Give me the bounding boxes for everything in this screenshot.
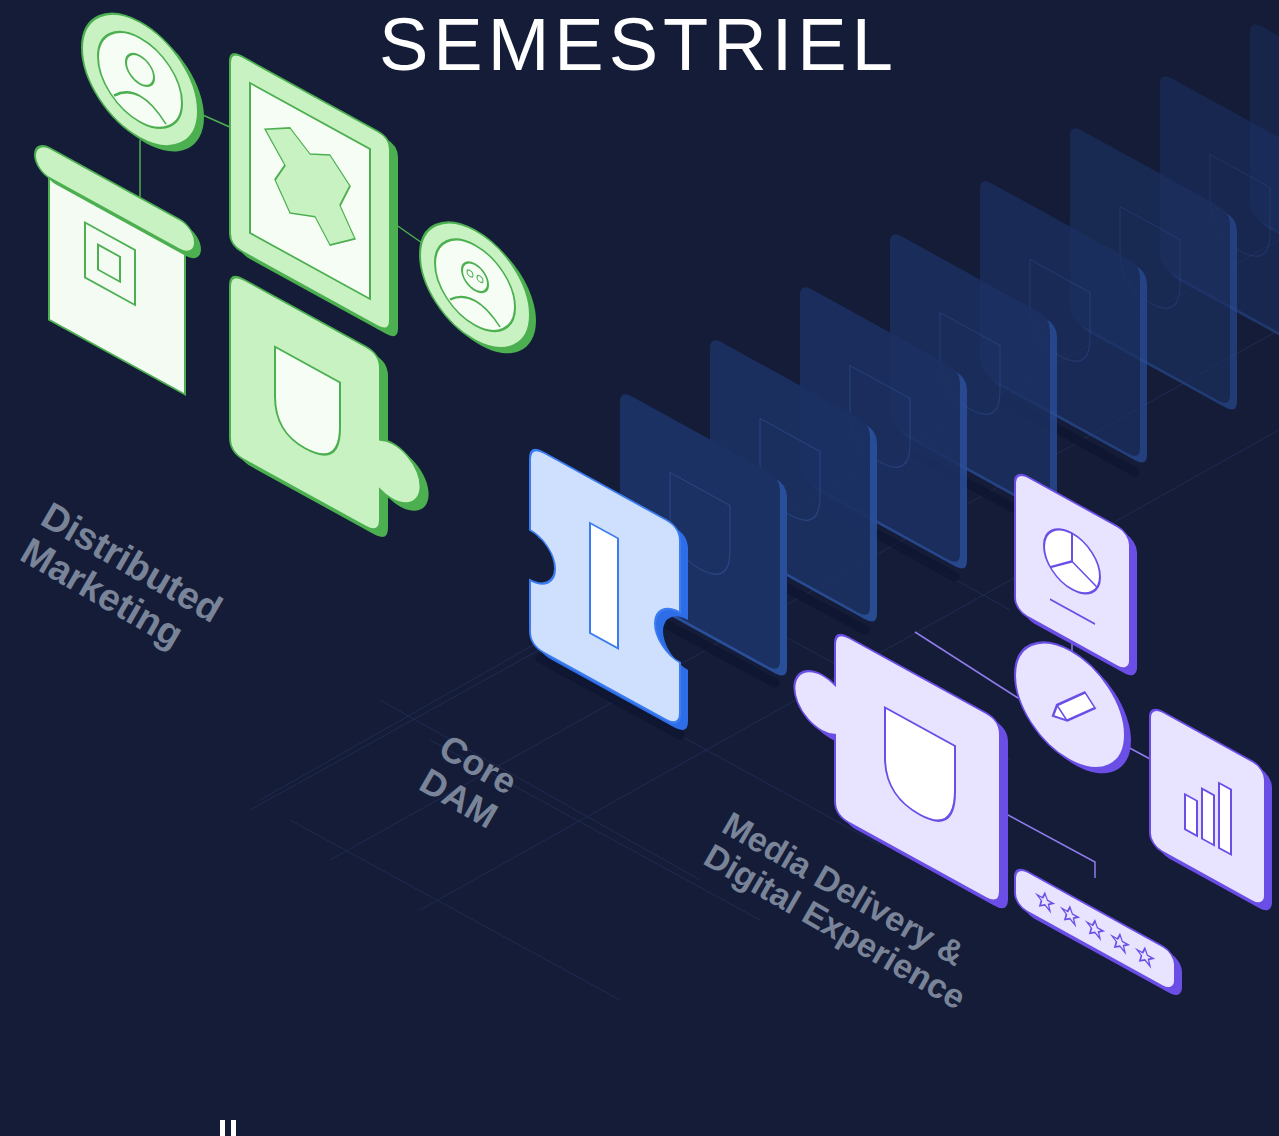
- purple-chart-square-part: [1050, 599, 1095, 624]
- purple-pencil-circle-part: [1053, 675, 1095, 739]
- green-map-square-part: [265, 114, 355, 259]
- green-avatar: [420, 200, 536, 376]
- green-tag-part: [35, 140, 195, 258]
- green-avatar-part: [82, 0, 198, 170]
- bottom-mark: [220, 1120, 236, 1136]
- purple-rating-bar-part: [1037, 889, 1153, 968]
- purple-bar-square-part: [1202, 789, 1214, 846]
- floor-grid-part: [380, 700, 700, 880]
- bottom-mark-part: [231, 1120, 236, 1136]
- green-puzzle-piece: [230, 272, 429, 564]
- purple-puzzle-piece-part: [885, 708, 955, 835]
- section-label: Distributed Marketing: [14, 495, 263, 686]
- green-tag-part: [85, 223, 135, 306]
- purple-bar-square: [1150, 705, 1272, 915]
- purple-pencil-circle: [1015, 620, 1131, 796]
- core-puzzle-piece-part: [590, 523, 618, 648]
- core-puzzle-piece: [530, 445, 688, 735]
- purple-rating-bar-part-part: [1062, 903, 1078, 927]
- purple-pencil-circle-part: [1015, 620, 1125, 791]
- panel-row: [620, 20, 1279, 680]
- purple-rating-bar-part-part: [1087, 917, 1103, 941]
- purple-bar-square-part: [1219, 783, 1231, 855]
- green-avatar-part: [462, 257, 488, 297]
- green-avatar-part: [420, 200, 530, 371]
- purple-bar-square-part: [1150, 705, 1265, 908]
- floor-grid-part: [290, 820, 620, 1000]
- title: SEMESTRIEL: [379, 8, 898, 82]
- green-tag: [35, 140, 201, 403]
- green-avatar-part: [114, 82, 166, 125]
- green-tag-part: [98, 245, 120, 282]
- purple-rating-bar-part-part: [1037, 889, 1053, 913]
- green-map-square-part: [250, 83, 370, 299]
- green-avatar-part: [477, 274, 483, 283]
- core-puzzle-piece-part: [530, 445, 680, 728]
- purple-chart-square-part: [1015, 470, 1130, 673]
- purple-rating-bar-part-part: [1112, 930, 1128, 954]
- section-label: Core DAM: [413, 728, 547, 850]
- bottom-mark-part: [220, 1120, 225, 1136]
- green-puzzle-piece-part: [275, 347, 340, 468]
- purple-chart-square-part: [1044, 518, 1100, 605]
- green-puzzle-piece-part: [230, 272, 421, 557]
- green-avatar-part: [98, 15, 182, 145]
- purple-rating-bar-part: [1015, 865, 1175, 993]
- purple-rating-bar: [1015, 865, 1182, 1000]
- green-avatar-part: [126, 48, 154, 91]
- purple-bar-square-part: [1185, 794, 1197, 836]
- green-avatar-part: [435, 223, 515, 347]
- green-avatar-part: [467, 269, 473, 278]
- green-avatar-part: [450, 287, 500, 327]
- purple-connectors-part: [995, 808, 1095, 878]
- purple-rating-bar-part-part: [1137, 944, 1153, 968]
- green-avatar: [82, 0, 204, 175]
- purple-chart-square-part: [1050, 521, 1097, 593]
